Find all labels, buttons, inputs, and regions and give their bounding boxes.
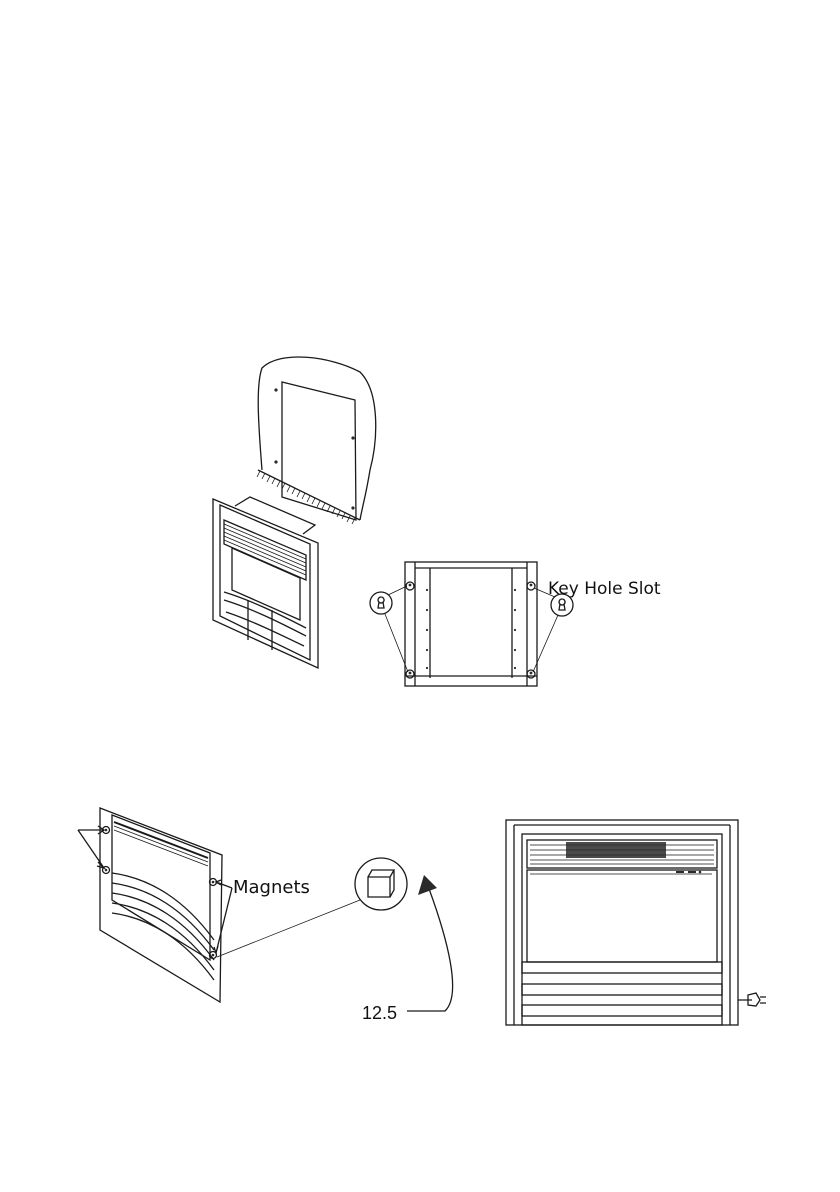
keyhole-detail-left [370,586,408,672]
wall-screw-holes [274,388,354,509]
power-plug-icon [738,993,766,1006]
rear-rivets [426,589,516,669]
wall-outline [258,357,376,520]
magnet-frame-drawing [78,808,407,1002]
front-control-dots [676,871,701,874]
rear-frame-crossbars [405,568,537,676]
keyhole-slot-bottom-left [406,670,414,678]
keyhole-slot-top-left [406,582,414,590]
front-bar-2 [522,984,722,995]
front-bar-1 [522,962,722,973]
front-display-strip [566,842,666,858]
front-bar-3 [522,1005,722,1016]
dimension-indicator [407,875,453,1011]
key-hole-slot-label: Key Hole Slot [548,579,661,599]
dimension-leader [407,886,453,1011]
magnet-frame-outer [100,808,222,1002]
fire-insert-perspective-drawing [213,497,318,668]
rear-frame-rails [415,562,527,686]
floor-hatching [257,471,355,524]
magnet-frame-bars [112,873,214,980]
keyhole-slot-bottom-right [527,670,535,678]
magnet-pointer-right [214,880,232,953]
wall-opening-drawing [257,357,376,524]
arrowhead-icon [418,875,437,895]
magnets-label: Magnets [233,877,310,898]
dimension-label: 12.5 [362,1003,397,1024]
floor-line [258,470,360,520]
keyhole-detail-right [533,588,573,672]
magnet-detail [217,858,407,957]
front-fire-body [522,834,722,1025]
front-glass [527,870,717,962]
front-elevation-drawing [506,820,766,1025]
keyhole-slot-top-right [527,582,535,590]
rear-view-drawing [370,562,573,686]
magnet-frame-top-vent [114,822,208,858]
rear-frame [405,562,537,686]
